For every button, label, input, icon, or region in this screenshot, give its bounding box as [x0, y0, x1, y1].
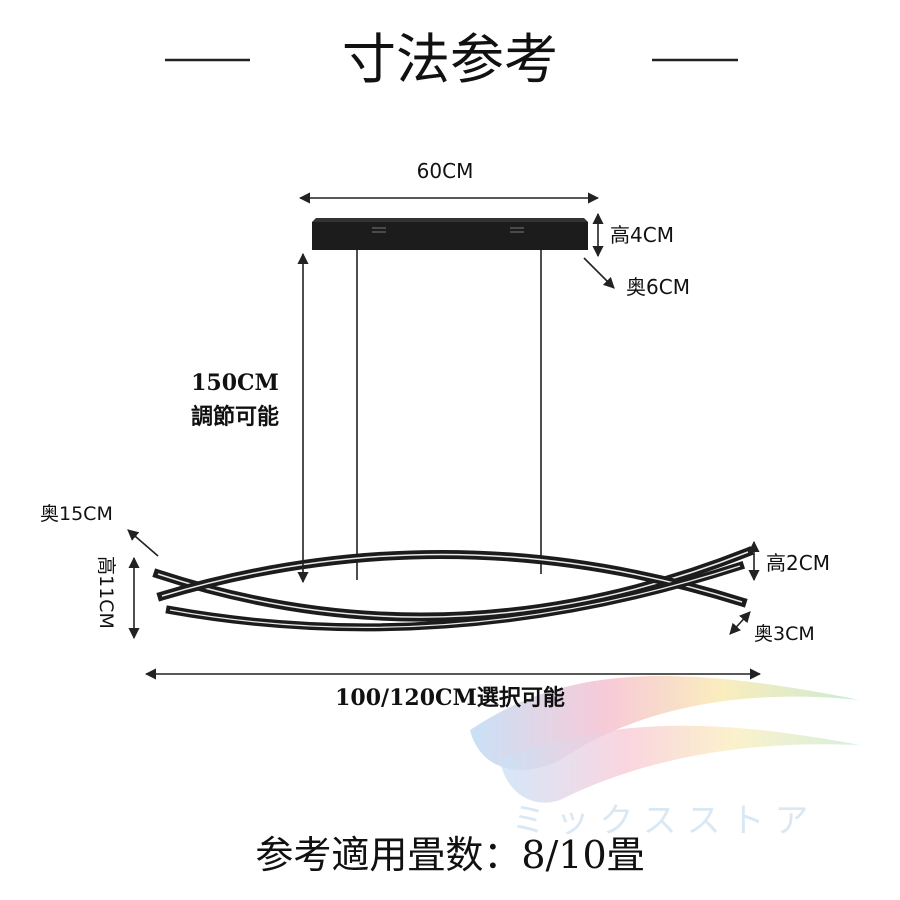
- fixture-height-label: 高11CM: [95, 556, 117, 629]
- light-fixture: [152, 546, 754, 632]
- canopy: [312, 218, 588, 250]
- watermark-text: ミックスストア: [512, 801, 819, 841]
- canopy-depth-label: 奥6CM: [626, 275, 690, 299]
- recommended-area: 参考適用畳数：8/10畳: [255, 833, 644, 877]
- page-title: 寸法参考: [342, 28, 558, 91]
- fixture-depth-label: 奥15CM: [40, 503, 113, 525]
- watermark: ミックスストア: [470, 676, 860, 841]
- header: 寸法参考: [165, 28, 738, 91]
- canopy-depth-arrow: [583, 257, 615, 289]
- bar-depth-arrow: [729, 611, 751, 635]
- fixture-depth-arrow: [127, 529, 159, 557]
- bar-depth-label: 奥3CM: [754, 623, 815, 645]
- canopy-width-label: 60CM: [417, 159, 474, 183]
- drop-adjustable-label: 調節可能: [191, 404, 279, 430]
- bar-height-label: 高2CM: [766, 551, 830, 575]
- dimension-lines: [127, 192, 762, 680]
- suspension-cables: [356, 250, 542, 580]
- canopy-flange: [312, 218, 588, 222]
- canopy-height-label: 高4CM: [610, 223, 674, 247]
- light-bar-top: [152, 546, 754, 622]
- canopy-body: [312, 222, 588, 250]
- dimension-labels: 60CM 高4CM 奥6CM 150CM 調節可能 奥15CM 高11CM 高2…: [40, 159, 830, 711]
- drop-length-label: 150CM: [191, 370, 279, 396]
- fixture-width-label: 100/120CM選択可能: [335, 685, 565, 711]
